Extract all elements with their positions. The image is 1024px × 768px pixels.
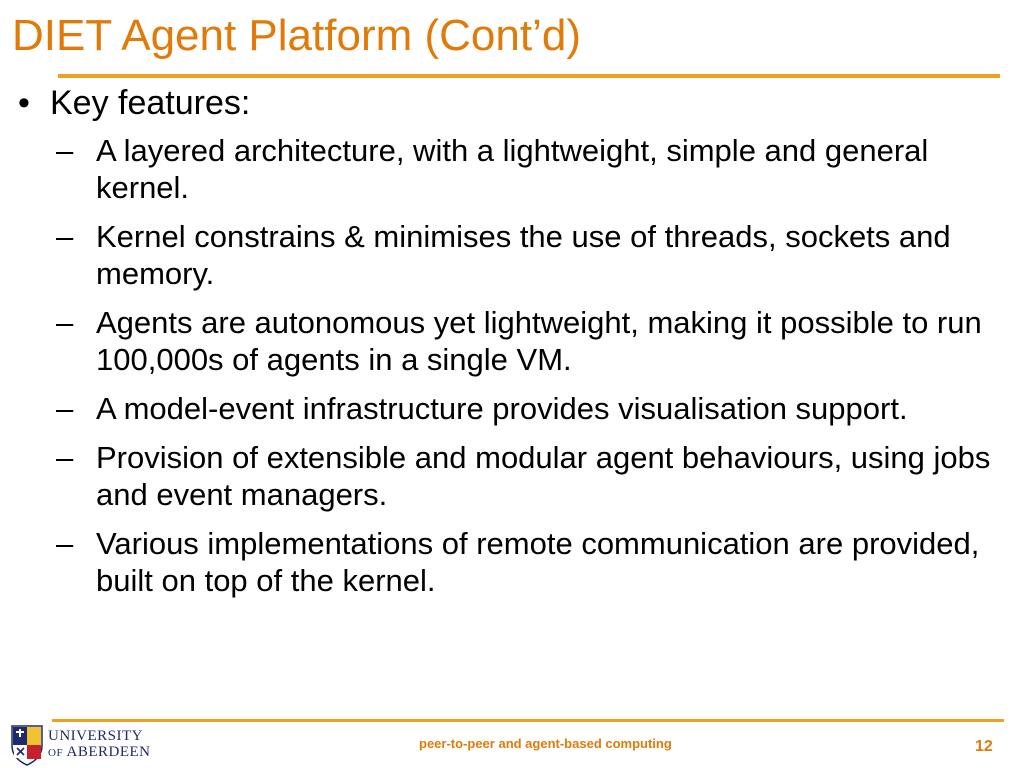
dash-symbol: – — [56, 219, 74, 254]
dash-symbol: – — [56, 305, 74, 340]
dash-symbol: – — [56, 391, 74, 426]
logo-of: OF — [48, 746, 64, 759]
sub-bullet-text: A model-event infrastructure provides vi… — [96, 391, 908, 426]
bullet-item: • Key features: — [18, 82, 1008, 124]
sub-bullet-item: – Provision of extensible and modular ag… — [56, 439, 1008, 513]
title-divider — [58, 74, 1000, 78]
sub-bullet-item: – A layered architecture, with a lightwe… — [56, 132, 1008, 206]
crest-icon — [11, 725, 43, 766]
logo-line-aberdeen: OF ABERDEEN — [48, 744, 151, 761]
sub-bullet-item: – Various implementations of remote comm… — [56, 525, 1008, 599]
university-logo: UNIVERSITY OF ABERDEEN — [10, 720, 151, 768]
footer-course-title: peer-to-peer and agent-based computing — [419, 736, 672, 751]
sub-bullet-text: Various implementations of remote commun… — [96, 526, 980, 598]
page-number: 12 — [975, 738, 993, 755]
footer-divider — [52, 719, 1004, 722]
dash-symbol: – — [56, 526, 74, 561]
slide-title: DIET Agent Platform (Cont’d) — [12, 11, 581, 60]
sub-bullet-text: Agents are autonomous yet lightweight, m… — [96, 305, 982, 377]
sub-bullet-list: – A layered architecture, with a lightwe… — [18, 132, 1008, 599]
logo-line-university: UNIVERSITY — [48, 727, 143, 744]
sub-bullet-item: – Kernel constrains & minimises the use … — [56, 218, 1008, 292]
bullet-symbol: • — [18, 84, 30, 122]
slide-content: • Key features: – A layered architecture… — [18, 82, 1008, 611]
sub-bullet-text: Provision of extensible and modular agen… — [96, 440, 991, 512]
university-name: UNIVERSITY OF ABERDEEN — [48, 728, 151, 761]
logo-aberdeen-word: ABERDEEN — [66, 743, 151, 760]
sub-bullet-item: – A model-event infrastructure provides … — [56, 390, 1008, 427]
sub-bullet-text: A layered architecture, with a lightweig… — [96, 133, 929, 205]
dash-symbol: – — [56, 440, 74, 475]
bullet-text: Key features: — [50, 84, 251, 122]
dash-symbol: – — [56, 133, 74, 168]
sub-bullet-text: Kernel constrains & minimises the use of… — [96, 219, 951, 291]
sub-bullet-item: – Agents are autonomous yet lightweight,… — [56, 304, 1008, 378]
